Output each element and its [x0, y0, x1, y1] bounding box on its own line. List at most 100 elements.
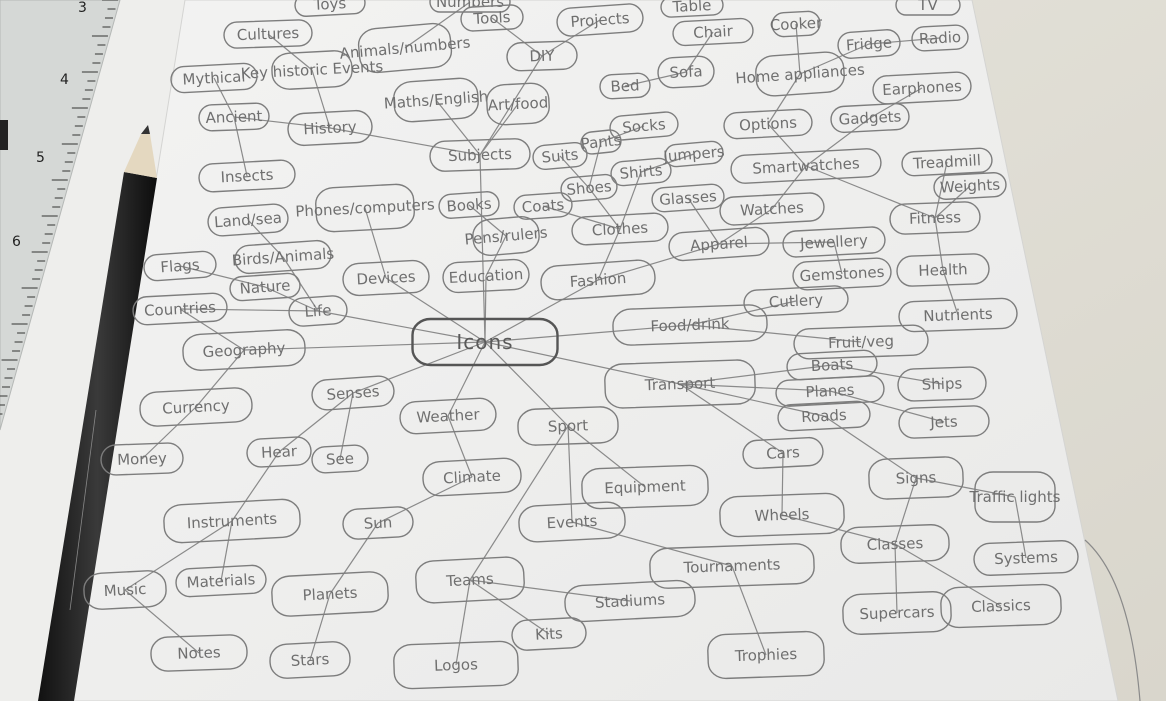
node-label: Traffic lights — [969, 488, 1061, 506]
mindmap-node-hear: Hear — [246, 436, 312, 468]
connection-line — [934, 161, 948, 219]
node-outline — [872, 71, 972, 105]
node-outline — [506, 40, 578, 72]
node-label: Climate — [443, 467, 502, 488]
node-outline — [581, 464, 709, 510]
mindmap-node-sun: Sun — [342, 506, 414, 540]
node-outline — [730, 148, 882, 184]
connection-line — [689, 324, 862, 343]
mindmap-node-art-food: Art/food — [486, 82, 550, 126]
node-outline — [556, 3, 644, 37]
node-label: Fitness — [909, 208, 962, 228]
node-label: Sofa — [669, 62, 703, 82]
mindmap-node-fridge: Fridge — [837, 29, 901, 59]
mindmap-node-bed: Bed — [599, 72, 651, 100]
node-label: Insects — [220, 166, 274, 187]
node-label: Senses — [326, 382, 380, 404]
node-label: Glasses — [659, 187, 718, 209]
node-label: Instruments — [186, 510, 277, 533]
node-outline — [132, 292, 228, 326]
mindmap-node-food-drink: Food/drink — [612, 304, 768, 346]
mindmap-node-weights: Weights — [933, 172, 1007, 200]
node-label: Devices — [356, 267, 416, 288]
connection-line — [447, 415, 473, 478]
connection-line — [179, 308, 245, 351]
connection-line — [484, 324, 691, 343]
mindmap-node-nutrients: Nutrients — [898, 297, 1018, 333]
node-outline — [393, 77, 479, 123]
connection-line — [781, 452, 784, 516]
connection-line — [771, 165, 807, 210]
node-label: Food/drink — [650, 315, 730, 336]
connection-line — [455, 579, 471, 666]
node-outline — [342, 506, 414, 540]
connection-line — [597, 243, 720, 281]
connection-line — [220, 520, 233, 582]
mindmap-node-nature: Nature — [229, 272, 301, 302]
node-outline — [163, 498, 301, 544]
node-label: Coats — [521, 196, 565, 217]
node-label: Trophies — [734, 645, 798, 665]
mindmap-node-money: Money — [100, 442, 184, 476]
node-outline — [83, 570, 167, 610]
mindmap-node-flags: Flags — [143, 250, 217, 282]
connection-line — [124, 520, 233, 591]
node-label: Flags — [160, 256, 201, 277]
node-label: Cars — [766, 443, 801, 463]
node-label: Suits — [541, 145, 580, 166]
mindmap-node-weather: Weather — [399, 397, 497, 435]
node-label: Jewellery — [799, 231, 869, 253]
mindmap-node-stadiums: Stadiums — [564, 579, 696, 623]
node-label: Weather — [416, 405, 481, 426]
connection-line — [352, 341, 486, 394]
mindmap-node-table: Table — [660, 0, 724, 18]
mindmap-node-sofa: Sofa — [657, 55, 715, 89]
connection-line — [213, 77, 235, 118]
connection-line — [767, 73, 801, 125]
node-label: Money — [117, 449, 167, 469]
connection-line — [718, 241, 835, 245]
node-outline — [743, 285, 849, 317]
node-outline — [898, 405, 990, 439]
mindmap-node-roads: Roads — [777, 400, 871, 432]
mindmap-node-gadgets: Gadgets — [830, 102, 910, 134]
node-outline — [719, 492, 845, 538]
connection-line — [484, 279, 599, 343]
connection-line — [479, 103, 519, 156]
mindmap-node-devices: Devices — [342, 259, 430, 297]
node-label: Tools — [472, 8, 511, 28]
node-outline — [657, 55, 715, 89]
connection-line — [894, 543, 1002, 607]
node-label: Table — [671, 0, 712, 16]
ruler: 3 4 5 6 — [0, 0, 121, 431]
node-label: Radio — [918, 28, 961, 48]
node-outline — [672, 17, 754, 47]
connection-line — [247, 219, 284, 258]
node-label: Gemstones — [799, 263, 885, 285]
node-outline — [175, 564, 267, 598]
mindmap-node-see: See — [311, 444, 369, 474]
mindmap-node-materials: Materials — [175, 564, 267, 598]
node-outline — [223, 19, 313, 49]
node-label: Countries — [144, 298, 217, 320]
node-outline — [898, 297, 1018, 333]
node-outline — [895, 0, 961, 16]
connection-line — [588, 187, 621, 230]
connection-line — [588, 141, 602, 189]
node-outline — [649, 543, 815, 589]
node-label: Health — [918, 260, 968, 280]
node-outline — [170, 62, 258, 94]
mindmap-node-planes: Planes — [775, 375, 885, 407]
node-outline — [415, 556, 525, 604]
node-outline — [896, 253, 990, 287]
connection-line — [571, 521, 733, 567]
node-outline — [723, 108, 813, 140]
node-outline — [571, 212, 669, 246]
node-outline — [911, 24, 969, 52]
node-outline — [269, 641, 351, 679]
mindmap-node-transport: Transport — [604, 359, 756, 409]
node-outline — [837, 29, 901, 59]
node-label: Projects — [570, 9, 630, 31]
